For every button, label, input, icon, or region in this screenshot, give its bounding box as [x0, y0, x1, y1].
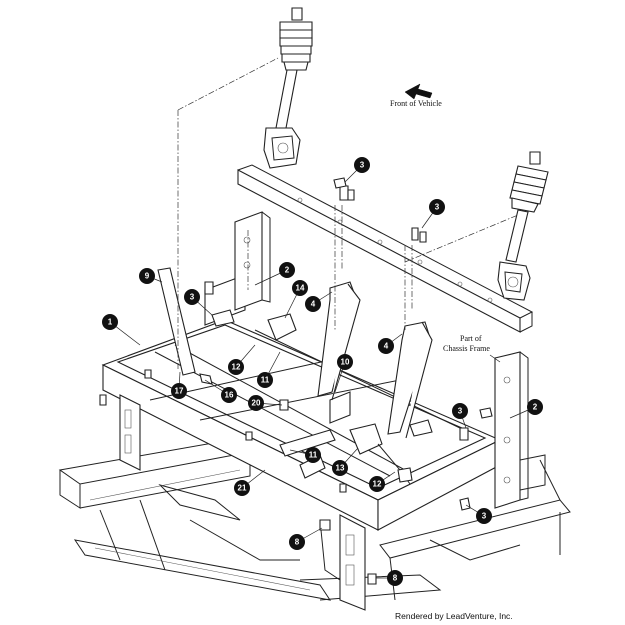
- svg-text:10: 10: [341, 358, 350, 367]
- svg-text:16: 16: [225, 391, 234, 400]
- callout-10: 10: [337, 354, 353, 370]
- callout-11-upper: 11: [257, 372, 273, 388]
- svg-text:20: 20: [252, 399, 261, 408]
- callout-4-right: 4: [378, 338, 394, 354]
- svg-text:3: 3: [360, 161, 365, 170]
- callout-3-lower: 3: [476, 508, 492, 524]
- callout-11-lower: 11: [305, 447, 321, 463]
- svg-text:11: 11: [261, 376, 270, 385]
- svg-text:14: 14: [296, 284, 305, 293]
- callout-21: 21: [234, 480, 250, 496]
- svg-text:Part of: Part of: [460, 334, 482, 343]
- svg-text:2: 2: [533, 403, 538, 412]
- front-arrow-icon: [404, 83, 433, 100]
- seat-frame: [101, 274, 502, 611]
- svg-text:3: 3: [190, 293, 195, 302]
- svg-text:12: 12: [232, 363, 241, 372]
- callout-8-left: 8: [289, 534, 305, 550]
- upright-bracket-left: [234, 211, 271, 311]
- callout-13: 13: [332, 460, 348, 476]
- svg-text:17: 17: [175, 387, 184, 396]
- svg-text:2: 2: [285, 266, 290, 275]
- svg-text:9: 9: [145, 272, 150, 281]
- svg-text:13: 13: [336, 464, 345, 473]
- callout-3-top: 3: [354, 157, 370, 173]
- callout-16: 16: [221, 387, 237, 403]
- svg-text:4: 4: [384, 342, 389, 351]
- svg-text:12: 12: [373, 480, 382, 489]
- footer-credit: Rendered by LeadVenture, Inc.: [395, 611, 513, 621]
- callout-2-right: 2: [527, 399, 543, 415]
- svg-text:3: 3: [482, 512, 487, 521]
- chassis-frame-label: Part of Chassis Frame: [443, 334, 501, 363]
- chassis-rail-rear: [237, 164, 534, 333]
- callout-14: 14: [292, 280, 308, 296]
- svg-text:3: 3: [435, 203, 440, 212]
- svg-text:1: 1: [108, 318, 113, 327]
- svg-text:3: 3: [458, 407, 463, 416]
- callout-20: 20: [248, 395, 264, 411]
- front-of-vehicle-label: Front of Vehicle: [390, 99, 442, 108]
- svg-text:4: 4: [311, 300, 316, 309]
- callout-12-lower: 12: [369, 476, 385, 492]
- callout-9: 9: [139, 268, 155, 284]
- callout-8-right: 8: [387, 570, 403, 586]
- seat-belt-retractor-left: [263, 7, 313, 169]
- callout-4-left: 4: [305, 296, 321, 312]
- front-of-vehicle-indicator: Front of Vehicle: [390, 83, 442, 108]
- callout-3-left: 3: [184, 289, 200, 305]
- svg-text:11: 11: [309, 451, 318, 460]
- svg-text:8: 8: [393, 574, 398, 583]
- callout-17: 17: [171, 383, 187, 399]
- callout-3-right: 3: [452, 403, 468, 419]
- alignment-lines: [177, 57, 519, 370]
- svg-text:Chassis Frame: Chassis Frame: [443, 344, 490, 353]
- callout-2-upper: 2: [279, 262, 295, 278]
- svg-text:21: 21: [238, 484, 247, 493]
- seat-belt-retractor-right: [497, 151, 549, 301]
- svg-text:8: 8: [295, 538, 300, 547]
- callout-1: 1: [102, 314, 118, 330]
- upright-bracket-right: [494, 351, 529, 509]
- callout-12-upper: 12: [228, 359, 244, 375]
- callout-3-mid: 3: [429, 199, 445, 215]
